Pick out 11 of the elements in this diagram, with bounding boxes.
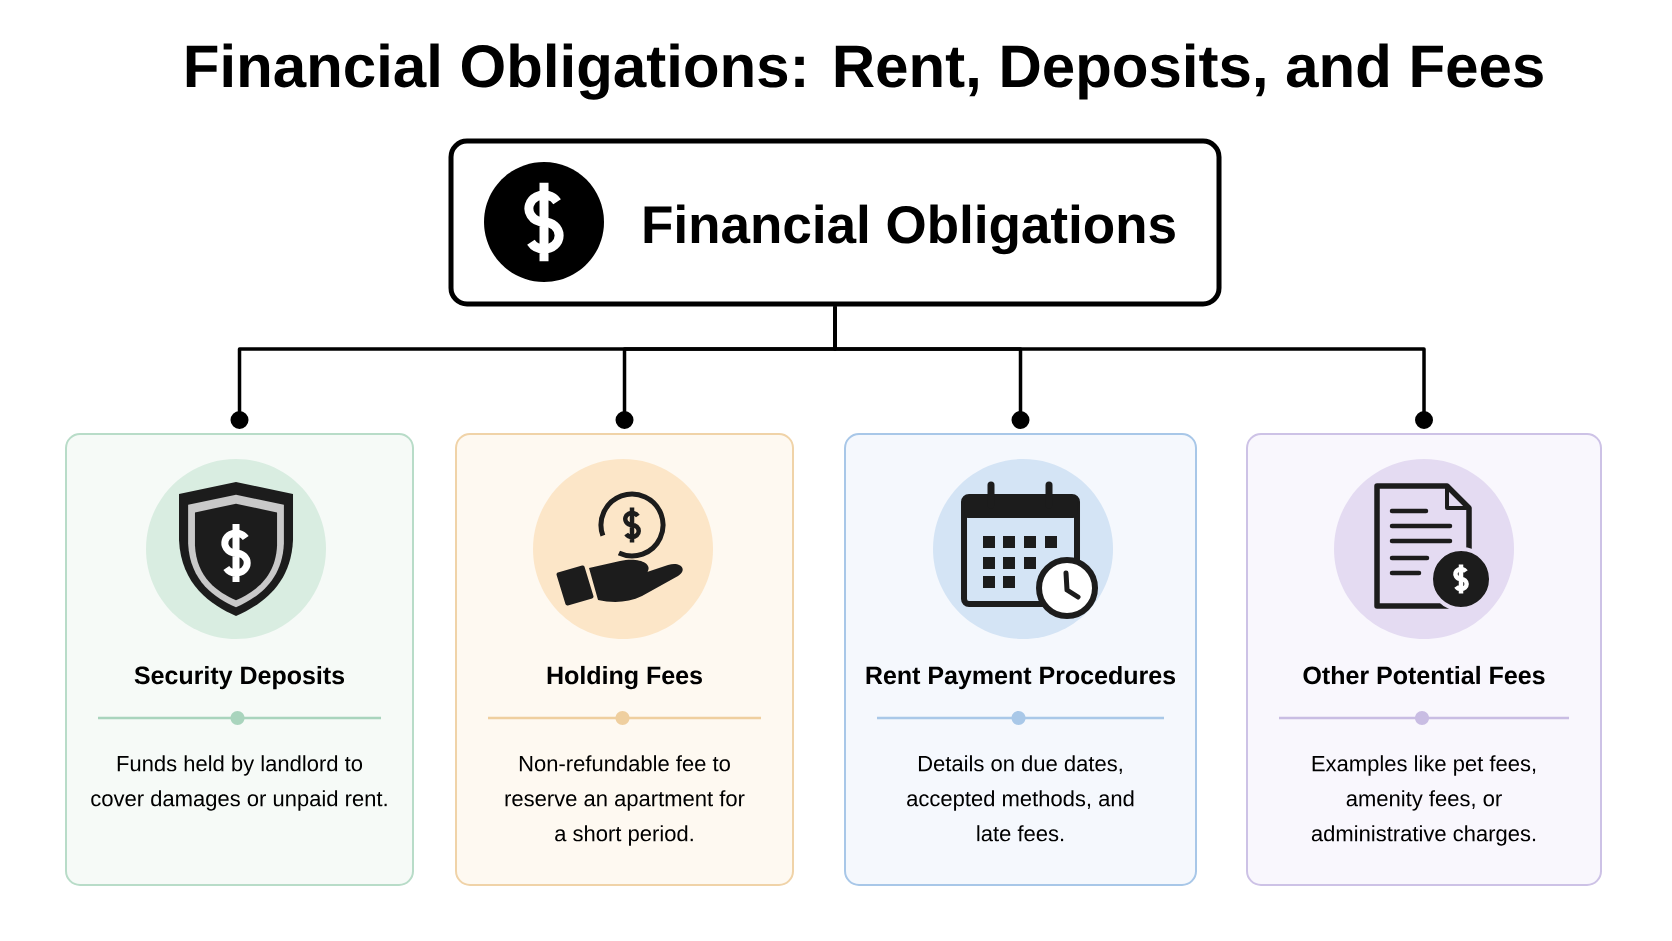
card-heading: Other Potential Fees	[1303, 665, 1545, 685]
card-heading: Security Deposits	[134, 665, 345, 690]
card-text: Funds held by landlord to cover damages or unpaid rent.	[91, 755, 387, 811]
card-heading: Rent Payment Procedures	[866, 665, 1176, 690]
card-text: Details on due dates, accepted methods, and late fees.	[907, 755, 1134, 842]
title: Financial Obligations: Rent, Deposits, and Fees	[186, 43, 1543, 100]
card-heading: Holding Fees	[547, 665, 702, 690]
card-text: Non-refundable fee to reserve an apartment for a short period.	[505, 755, 745, 846]
connector	[833, 306, 1433, 429]
card-text: Examples like pet fees, amenity fees, or administrative charges.	[1311, 755, 1536, 846]
box-heading: Financial Obligations	[644, 204, 1175, 255]
